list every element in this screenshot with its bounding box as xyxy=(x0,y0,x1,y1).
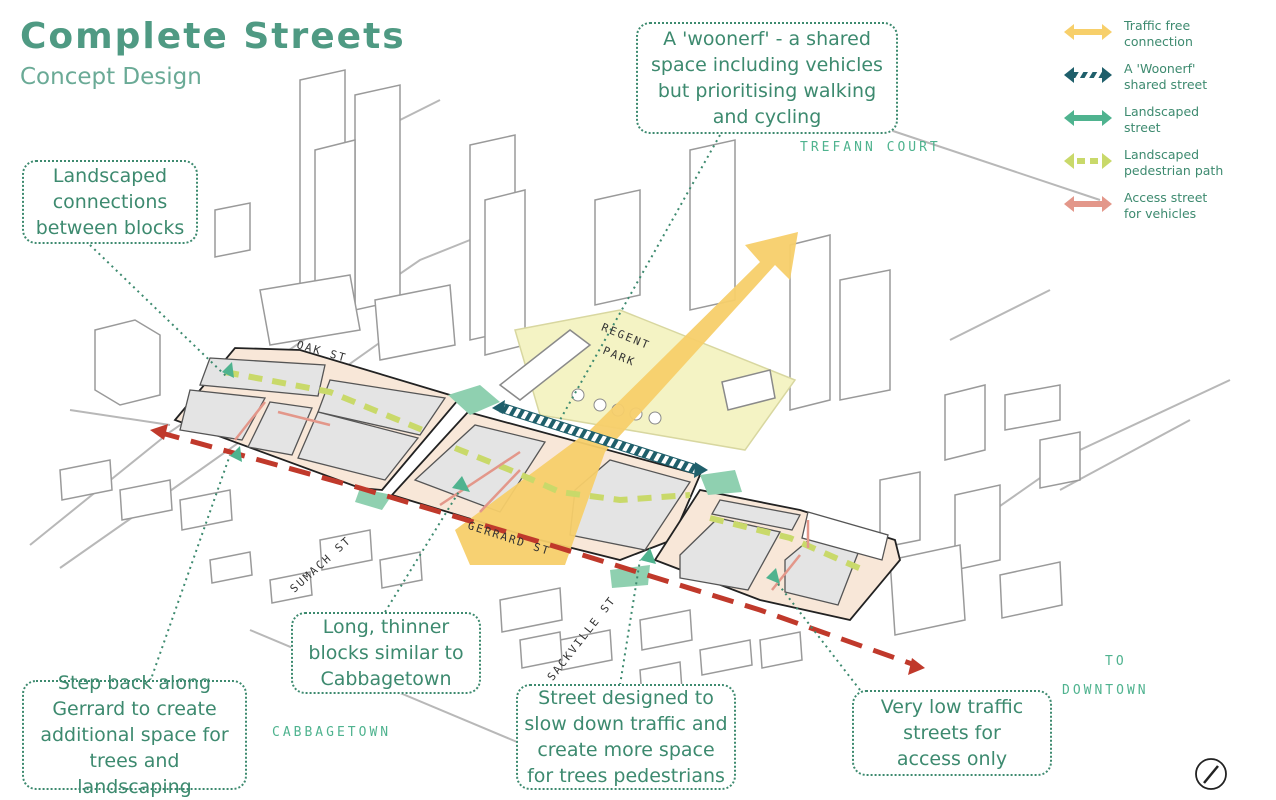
place-cabbagetown: CABBAGETOWN xyxy=(272,725,392,740)
hatched-double-arrow-icon xyxy=(1064,67,1112,83)
legend-item-pedestrian-path: Landscaped pedestrian path xyxy=(1062,147,1267,190)
legend-label: A 'Woonerf' shared street xyxy=(1124,61,1208,92)
page-subtitle: Concept Design xyxy=(20,64,202,90)
pedestrian-paths xyxy=(224,369,870,575)
callout-leaders xyxy=(89,134,861,691)
double-arrow-icon xyxy=(1064,196,1112,212)
callout-long-blocks: Long, thinner blocks similar to Cabbaget… xyxy=(291,612,481,694)
place-to: TO xyxy=(1105,654,1127,669)
legend-label: Access street for vehicles xyxy=(1124,190,1208,221)
access-streets xyxy=(234,401,810,591)
callout-low-traffic: Very low traffic streets for access only xyxy=(852,690,1052,776)
legend: Traffic free connection A 'Woonerf' shar… xyxy=(1062,18,1267,233)
north-arrow-icon xyxy=(1195,758,1227,790)
site-block-east xyxy=(653,488,901,621)
background-buildings xyxy=(59,69,1081,699)
traffic-free-connection xyxy=(455,232,798,565)
green-arrowheads xyxy=(222,362,780,584)
legend-item-access-street: Access street for vehicles xyxy=(1062,190,1267,233)
callout-woonerf: A 'woonerf' - a shared space including v… xyxy=(636,22,898,134)
landscaped-corners xyxy=(355,385,742,588)
double-arrow-icon xyxy=(1064,110,1112,126)
page-title: Complete Streets xyxy=(20,16,406,57)
callout-landscaped-connections: Landscaped connections between blocks xyxy=(22,160,198,244)
legend-item-traffic-free: Traffic free connection xyxy=(1062,18,1267,61)
legend-label: Traffic free connection xyxy=(1124,18,1193,49)
double-arrow-icon xyxy=(1064,24,1112,40)
callout-street-designed: Street designed to slow down traffic and… xyxy=(516,684,736,790)
dashed-double-arrow-icon xyxy=(1064,153,1112,169)
legend-item-landscaped-street: Landscaped street xyxy=(1062,104,1267,147)
legend-label: Landscaped street xyxy=(1124,104,1200,135)
place-downtown: DOWNTOWN xyxy=(1062,683,1149,698)
place-trefann-court: TREFANN COURT xyxy=(800,140,941,155)
woonerf-street xyxy=(492,400,708,478)
legend-label: Landscaped pedestrian path xyxy=(1124,147,1224,178)
legend-item-woonerf: A 'Woonerf' shared street xyxy=(1062,61,1267,104)
callout-step-back: Step back along Gerrard to create additi… xyxy=(22,672,247,798)
